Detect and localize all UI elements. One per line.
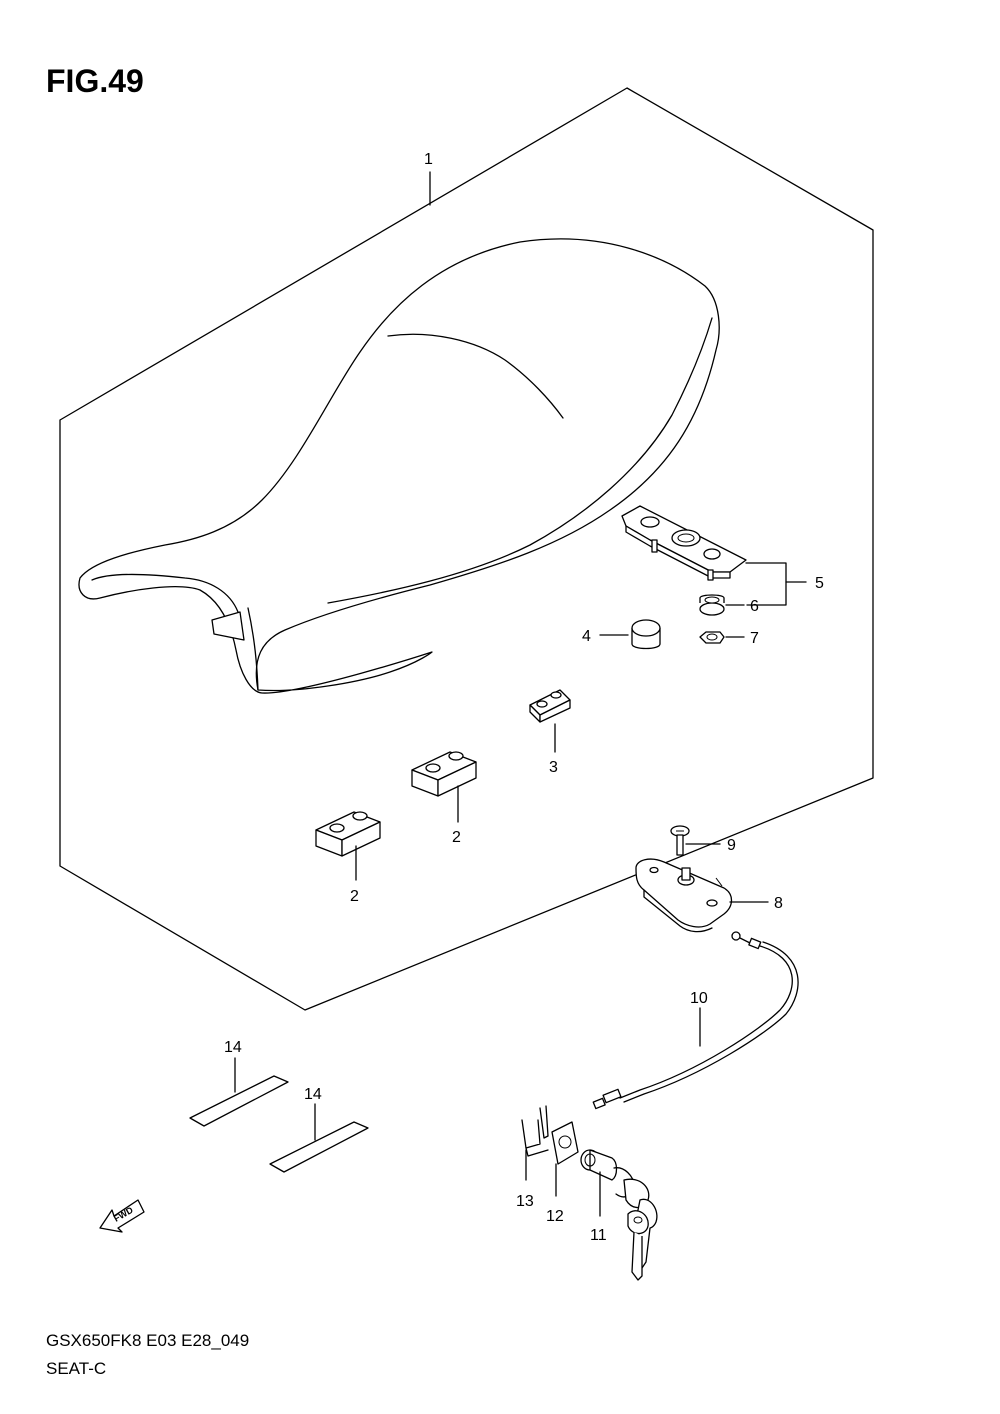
callout-13: 13 [516, 1193, 534, 1210]
section-name: SEAT-C [46, 1359, 106, 1378]
lock-set-part-11[interactable] [580, 1149, 658, 1281]
callout-4: 4 [582, 628, 591, 645]
callout-14-upper: 14 [224, 1039, 242, 1056]
callout-10: 10 [690, 990, 708, 1007]
forward-direction-arrow: FWD [99, 1199, 145, 1233]
callout-3: 3 [549, 759, 558, 776]
screw-part-9[interactable] [670, 825, 690, 856]
plate-part-5[interactable] [621, 505, 747, 581]
bracket-part-2-upper[interactable] [411, 751, 477, 797]
callout-8: 8 [774, 895, 783, 912]
callout-12: 12 [546, 1208, 564, 1225]
bracket-part-3[interactable] [529, 689, 571, 723]
pad-part-14-lower[interactable] [269, 1121, 369, 1173]
nut-part-6[interactable] [699, 594, 725, 616]
callout-1: 1 [424, 151, 433, 168]
callout-7: 7 [750, 630, 759, 647]
bracket-part-2-lower[interactable] [315, 811, 381, 857]
leader-5 [745, 562, 787, 606]
pad-part-14-upper[interactable] [189, 1075, 289, 1127]
callout-6: 6 [750, 598, 759, 615]
latch-part-8[interactable] [635, 858, 733, 933]
assembly-boundary-outline [59, 87, 874, 1011]
callout-2-lower: 2 [350, 888, 359, 905]
callout-2-upper: 2 [452, 829, 461, 846]
clip-part-13[interactable] [521, 1105, 549, 1157]
plate-part-12[interactable] [551, 1121, 579, 1165]
cushion-part-4[interactable] [631, 619, 661, 650]
figure-title: FIG.49 [46, 63, 144, 99]
cable-part-10[interactable] [592, 931, 799, 1110]
seat-part-1[interactable] [78, 238, 720, 694]
nut-part-7[interactable] [699, 631, 725, 644]
model-code: GSX650FK8 E03 E28_049 [46, 1331, 249, 1350]
callout-5: 5 [815, 575, 824, 592]
callout-9: 9 [727, 837, 736, 854]
callout-14-lower: 14 [304, 1086, 322, 1103]
callout-11: 11 [590, 1227, 607, 1244]
